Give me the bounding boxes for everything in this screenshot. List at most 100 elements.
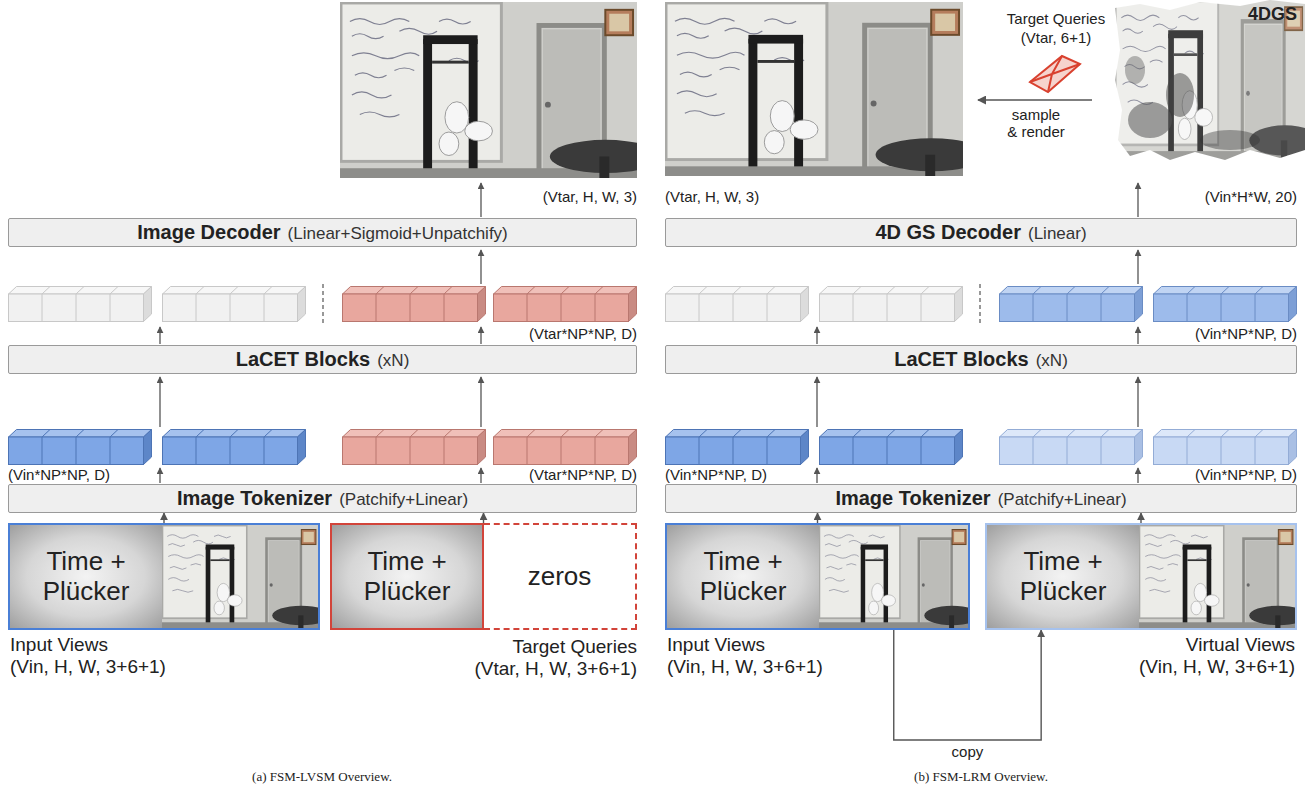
input-photo bbox=[162, 525, 330, 630]
plucker-map: Time + Plücker bbox=[667, 525, 819, 628]
box-title: LaCET Blocks bbox=[894, 347, 1028, 371]
shape-label: (Vin*H*W, 20) bbox=[1205, 188, 1297, 205]
tokenizer-box: Image Tokenizer (Patchify+Linear) bbox=[8, 484, 637, 513]
tokenizer-box: Image Tokenizer (Patchify+Linear) bbox=[665, 484, 1297, 513]
flow-connector bbox=[894, 630, 1041, 740]
token-shape-wrap: (Vin*NP*NP, D) bbox=[1195, 325, 1297, 343]
token-shape: (Vin*NP*NP, D) bbox=[1195, 466, 1297, 483]
view-title: Target Queries bbox=[330, 636, 637, 658]
shape-label: (Vtar, 6+1) bbox=[1021, 29, 1091, 46]
token-shape: (Vtar*NP*NP, D) bbox=[529, 466, 637, 483]
token-rows-right bbox=[666, 284, 1297, 465]
plucker-map: Time + Plücker bbox=[987, 525, 1139, 628]
plucker-text: Time + Plücker bbox=[337, 547, 477, 607]
box-detail: (Linear+Sigmoid+Unpatchify) bbox=[288, 222, 508, 246]
shape-label-wrap: (Vtar, H, W, 3) bbox=[543, 188, 637, 206]
flow-arrows bbox=[160, 183, 1138, 483]
transformer-box: LaCET Blocks (xN) bbox=[8, 345, 637, 374]
view-caption: Input Views(Vin, H, W, 3+6+1) bbox=[10, 634, 318, 678]
token-rows-left bbox=[9, 284, 637, 465]
view-caption: Input Views(Vin, H, W, 3+6+1) bbox=[667, 634, 968, 678]
target-query-frame: Target Queries(Vtar, H, W, 3+6+1)Time + … bbox=[330, 523, 637, 630]
box-detail: (Patchify+Linear) bbox=[339, 488, 468, 512]
token-shape: (Vtar*NP*NP, D) bbox=[529, 325, 637, 342]
box-text-row: LaCET Blocks (xN) bbox=[236, 347, 410, 373]
box-text-row: Image Decoder(Linear+Sigmoid+Unpatchify) bbox=[137, 220, 508, 246]
view-shape: (Vtar, H, W, 3+6+1) bbox=[330, 658, 637, 680]
box-text-row: 4D GS Decoder (Linear) bbox=[875, 220, 1086, 246]
input-photo bbox=[819, 525, 980, 630]
query-label: Target Queries bbox=[1007, 10, 1105, 27]
plucker-map: Time + Plücker bbox=[330, 523, 484, 630]
figure-caption-wrap: (a) FSM-LVSM Overview. bbox=[252, 767, 392, 785]
zeros-box: zeros bbox=[484, 523, 637, 630]
token-shape-wrap: (Vtar*NP*NP, D) bbox=[529, 325, 637, 343]
view-shape: (Vin, H, W, 3+6+1) bbox=[667, 656, 968, 678]
flow-connector bbox=[483, 513, 484, 523]
shape-label: (Vtar, H, W, 3) bbox=[543, 188, 637, 205]
arrow-label: & render bbox=[1007, 123, 1065, 140]
plucker-text: Time + Plücker bbox=[16, 547, 156, 607]
view-caption: Target Queries(Vtar, H, W, 3+6+1) bbox=[330, 636, 637, 680]
box-text-row: LaCET Blocks (xN) bbox=[894, 347, 1068, 373]
arrow-label-wrap: sample bbox=[1012, 106, 1060, 124]
edge-label: copy bbox=[949, 743, 987, 761]
token-shape: (Vin*NP*NP, D) bbox=[1195, 325, 1297, 342]
virtual-photo bbox=[1139, 525, 1305, 630]
box-title: Image Tokenizer bbox=[177, 486, 332, 510]
flow-connector bbox=[1140, 513, 1141, 523]
box-title: 4D GS Decoder bbox=[875, 220, 1021, 244]
query-label-wrap: Target Queries bbox=[1007, 10, 1105, 28]
figure-caption-wrap: (b) FSM-LRM Overview. bbox=[914, 767, 1048, 785]
gaussian-render bbox=[1115, 0, 1305, 164]
box-title: Image Tokenizer bbox=[835, 486, 990, 510]
render-title: 4DGS bbox=[1248, 4, 1297, 24]
view-title: Input Views bbox=[667, 634, 968, 656]
token-shape-wrap: (Vtar*NP*NP, D) bbox=[529, 466, 637, 484]
token-shape: (Vin*NP*NP, D) bbox=[665, 466, 767, 483]
input-view-frame: Input Views(Vin, H, W, 3+6+1)Time + Plüc… bbox=[665, 523, 970, 630]
render-title-wrap: 4DGS bbox=[1248, 4, 1297, 25]
transformer-box: LaCET Blocks (xN) bbox=[665, 345, 1297, 374]
rendered-photo bbox=[665, 2, 987, 180]
virtual-view-frame: Virtual Views(Vin, H, W, 3+6+1)Time + Pl… bbox=[985, 523, 1297, 630]
view-title: Input Views bbox=[10, 634, 318, 656]
zeros-text: zeros bbox=[528, 562, 592, 592]
box-text-row: Image Tokenizer (Patchify+Linear) bbox=[835, 486, 1126, 512]
input-view-frame: Input Views(Vin, H, W, 3+6+1)Time + Plüc… bbox=[8, 523, 320, 630]
token-shape-wrap: (Vin*NP*NP, D) bbox=[1195, 466, 1297, 484]
shape-label-wrap: (Vin*H*W, 20) bbox=[1205, 188, 1297, 206]
flow-connector bbox=[817, 513, 818, 523]
token-shape-wrap: (Vin*NP*NP, D) bbox=[665, 466, 767, 484]
view-caption: Virtual Views(Vin, H, W, 3+6+1) bbox=[987, 634, 1295, 678]
output-photo bbox=[340, 2, 661, 182]
arrow-label: sample bbox=[1012, 106, 1060, 123]
figure-caption: (a) FSM-LVSM Overview. bbox=[252, 769, 392, 784]
decoder-box: 4D GS Decoder (Linear) bbox=[665, 218, 1297, 247]
shape-label: (Vtar, H, W, 3) bbox=[665, 188, 759, 205]
view-title: Virtual Views bbox=[987, 634, 1295, 656]
view-shape: (Vin, H, W, 3+6+1) bbox=[10, 656, 318, 678]
shape-label-wrap: (Vtar, H, W, 3) bbox=[665, 188, 759, 206]
box-detail: (xN) bbox=[1036, 349, 1068, 373]
edge-label-text: copy bbox=[952, 743, 984, 760]
token-shape-wrap: (Vin*NP*NP, D) bbox=[8, 466, 110, 484]
flow-connector bbox=[163, 513, 164, 523]
box-detail: (Linear) bbox=[1028, 222, 1087, 246]
render-arrow bbox=[978, 99, 1092, 101]
shape-label-wrap: (Vtar, 6+1) bbox=[1021, 29, 1091, 47]
plucker-text: Time + Plücker bbox=[673, 547, 813, 607]
plucker-map: Time + Plücker bbox=[10, 525, 162, 628]
box-text-row: Image Tokenizer (Patchify+Linear) bbox=[177, 486, 468, 512]
plucker-text: Time + Plücker bbox=[993, 547, 1133, 607]
box-detail: (xN) bbox=[377, 349, 409, 373]
figure-caption: (b) FSM-LRM Overview. bbox=[914, 769, 1048, 784]
box-title: LaCET Blocks bbox=[236, 347, 370, 371]
view-shape: (Vin, H, W, 3+6+1) bbox=[987, 656, 1295, 678]
token-shape: (Vin*NP*NP, D) bbox=[8, 466, 110, 483]
box-detail: (Patchify+Linear) bbox=[998, 488, 1127, 512]
decoder-box: Image Decoder(Linear+Sigmoid+Unpatchify) bbox=[8, 218, 637, 247]
arrow-label-wrap: & render bbox=[1007, 123, 1065, 141]
